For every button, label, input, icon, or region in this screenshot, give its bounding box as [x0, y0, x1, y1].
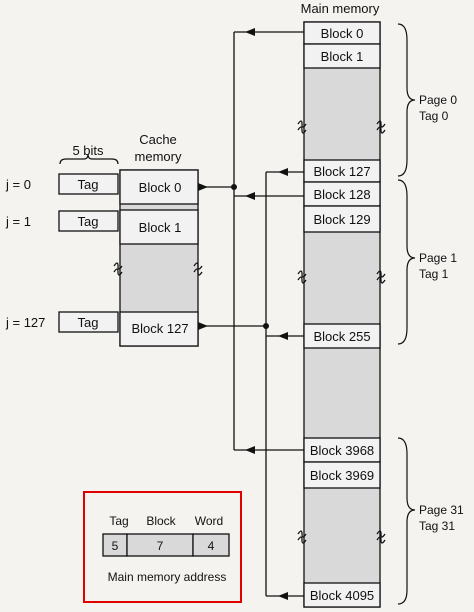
mapping-wires [198, 31, 304, 597]
cache-block-0-label: Block 0 [139, 180, 182, 195]
field-word-bits: 4 [208, 539, 215, 553]
field-word-name: Word [195, 514, 223, 528]
address-caption: Main memory address [108, 570, 227, 584]
tag-cell-1-label: Tag [78, 214, 99, 229]
tag-cell-127-label: Tag [78, 315, 99, 330]
mm-block-4095 [303, 582, 381, 608]
cache-break-marks [113, 262, 203, 276]
junction-dot-a [231, 184, 237, 190]
mm-break-marks [297, 120, 386, 544]
mm-block-129 [303, 205, 381, 233]
mm-block-1 [303, 43, 381, 69]
cache-block-127 [119, 311, 199, 347]
cache-title-line1: Cache [139, 132, 177, 147]
cache-block-127-label: Block 127 [131, 321, 188, 336]
arrowheads [198, 28, 288, 600]
tag-31-label: Tag 31 [419, 519, 455, 533]
tag-0-label: Tag 0 [419, 109, 449, 123]
mm-block-128-label: Block 128 [313, 187, 370, 202]
mm-block-128 [303, 181, 381, 207]
cache-block-1-label: Block 1 [139, 220, 182, 235]
mm-block-0-label: Block 0 [321, 26, 364, 41]
cache-title-line2: memory [135, 149, 182, 164]
tag-1-label: Tag 1 [419, 267, 449, 281]
mm-block-127-label: Block 127 [313, 164, 370, 179]
mm-block-3969 [303, 461, 381, 489]
row-index-127: j = 127 [5, 315, 45, 330]
cache-column [119, 169, 199, 347]
field-tag-bits: 5 [112, 539, 119, 553]
address-fields [102, 533, 230, 557]
tag-cell-127 [58, 311, 119, 333]
main-memory-title: Main memory [301, 1, 380, 16]
tag-cell-1 [58, 210, 119, 232]
page-31-label: Page 31 [419, 503, 464, 517]
field-tag-name: Tag [109, 514, 128, 528]
tag-cell-0-label: Tag [78, 177, 99, 192]
mm-block-255 [303, 323, 381, 349]
tag-width-brace [59, 153, 119, 165]
address-format-frame [83, 491, 242, 603]
tag-cell-0 [58, 173, 119, 195]
page-0-label: Page 0 [419, 93, 457, 107]
junction-dot-b [263, 323, 269, 329]
tag-width-label: 5 bits [72, 143, 104, 158]
row-index-1: j = 1 [5, 214, 31, 229]
mm-block-1-label: Block 1 [321, 49, 364, 64]
mm-block-255-label: Block 255 [313, 329, 370, 344]
row-index-0: j = 0 [5, 177, 31, 192]
field-word-cell [192, 533, 230, 557]
mm-block-4095-label: Block 4095 [310, 588, 374, 603]
cache-block-1 [119, 209, 199, 245]
page-braces [397, 23, 416, 605]
field-block-name: Block [146, 514, 176, 528]
mm-block-3969-label: Block 3969 [310, 468, 374, 483]
field-block-bits: 7 [157, 539, 164, 553]
mm-block-129-label: Block 129 [313, 212, 370, 227]
cache-block-0 [119, 169, 199, 205]
mm-block-3968-label: Block 3968 [310, 443, 374, 458]
page-1-label: Page 1 [419, 251, 457, 265]
main-memory-column [303, 21, 381, 608]
